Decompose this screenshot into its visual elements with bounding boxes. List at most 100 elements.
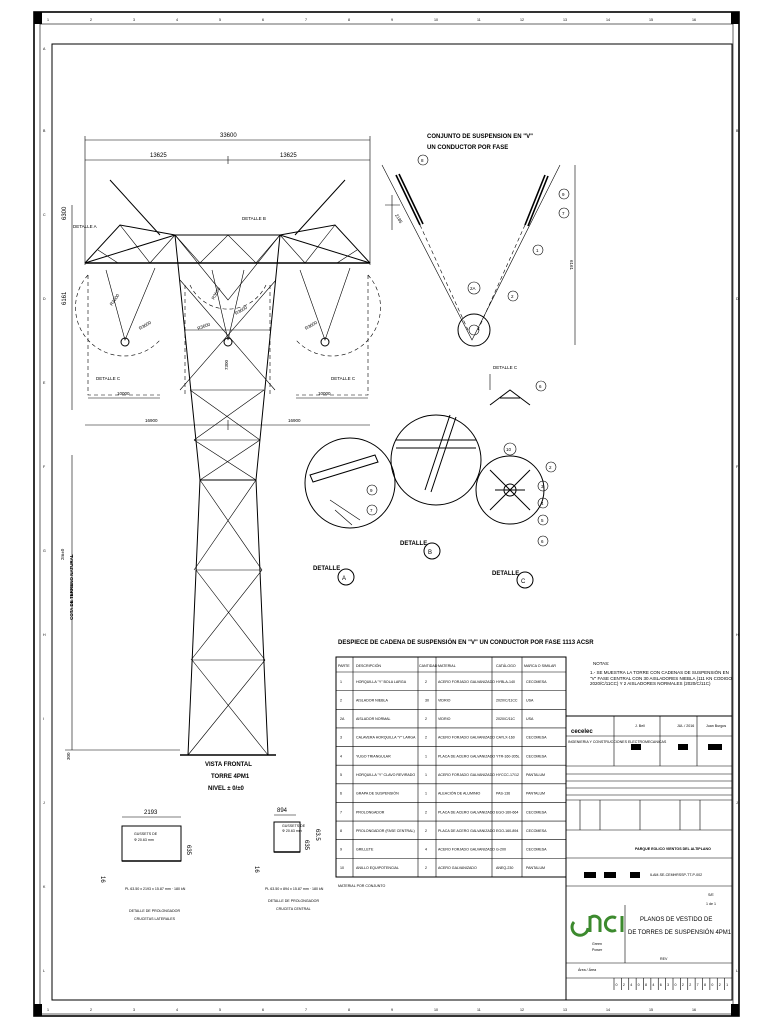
bom-cell: G-200	[496, 848, 506, 852]
ext-left-dim-v: 635	[185, 845, 191, 856]
radius-label: R3600	[211, 286, 222, 300]
bom-cell: 10	[340, 866, 344, 870]
logo-text: cecelec	[571, 729, 593, 735]
sheet-num-digit: 2	[719, 983, 721, 987]
col-mark: 11	[477, 1008, 481, 1012]
bom-cell: USA	[526, 698, 534, 702]
col-mark: 13	[563, 18, 567, 22]
bom-cell: 2020/C/11C	[496, 717, 515, 721]
bom-cell: HYCCC-17/12	[496, 773, 519, 777]
sheet-num-digit: 8	[645, 983, 647, 987]
dim-right-arm: 13625	[280, 153, 297, 159]
radius-label: R3600	[197, 322, 212, 331]
rev-label: REV	[660, 957, 668, 961]
sheet-num-digit: 2	[682, 983, 684, 987]
bom-header: MARCA O SIMILAR	[524, 664, 556, 668]
bom-cell: 2020/C/11CC	[496, 698, 518, 702]
bom-header: DESCRIPCIÓN	[356, 663, 381, 668]
inner-frame	[51, 43, 733, 1001]
balloon: 5	[537, 514, 549, 526]
row-mark: J	[43, 801, 45, 805]
corner-block	[731, 12, 739, 24]
balloon: 2	[507, 290, 519, 302]
bom-cell: 2	[425, 680, 427, 684]
green-power-2: Power	[592, 948, 603, 952]
col-mark: 9	[391, 18, 393, 22]
col-mark: 2	[90, 1008, 92, 1012]
svg-text:2A: 2A	[470, 286, 476, 291]
v-assembly: CONJUNTO DE SUSPENSION EN "V" UN CONDUCT…	[381, 134, 576, 406]
row-markers: A B C D E F G H I J K L B D F H J L	[43, 47, 739, 973]
detail-a-caption: DETALLE	[313, 566, 340, 572]
outer-frame	[33, 11, 740, 1017]
ext-right-dim-v2: 635	[303, 840, 309, 851]
title-block: cecelec INGENIERIA Y CONSTRUCCIONES ELEC…	[565, 715, 733, 1001]
col-mark: 1	[47, 1008, 49, 1012]
bom-cell: 9	[340, 848, 342, 852]
extension-detail-left: 2193 GUSSETS DE Φ 20.63 mm 635 16 PL 63.…	[99, 810, 191, 921]
bom-cell: ACERO GALVANIZADO	[438, 866, 477, 870]
balloon: 4	[537, 497, 549, 509]
bom-cell: 4	[425, 848, 427, 852]
bom-cell: PLACA DE ACERO GALVANIZADO	[438, 829, 495, 833]
bom-cell: HYBLA-140	[496, 680, 515, 684]
tower-title-2: TORRE 4PM1	[211, 774, 250, 780]
dim-bottom: 300	[66, 752, 71, 760]
bom-cell: PANTALUM	[526, 773, 545, 777]
bom-cell: 2	[425, 829, 427, 833]
bom-cell: USA	[526, 717, 534, 721]
balloon: 1	[532, 244, 544, 256]
col-mark: 13	[563, 1008, 567, 1012]
row-mark: F	[43, 465, 46, 469]
notes-heading: NOTAS:	[593, 661, 609, 666]
main-title-1: PLANOS DE VESTIDO DE	[640, 917, 712, 923]
bom-cell: VIDRIO	[438, 717, 451, 721]
col-mark: 5	[219, 18, 221, 22]
svg-text:3: 3	[541, 484, 544, 489]
col-mark: 12	[520, 1008, 524, 1012]
ext-left-caption: DETALLE DE PROLONGADOR	[129, 909, 180, 913]
svg-text:2: 2	[511, 294, 514, 299]
sheet-num-digit: 8	[704, 983, 706, 987]
col-mark: 4	[176, 18, 178, 22]
bom-cell: GRILLETE	[356, 848, 374, 852]
row-mark: D	[736, 297, 739, 301]
main-title-2: DE TORRES DE SUSPENSIÓN 4PM1	[628, 929, 732, 936]
svg-text:2: 2	[549, 465, 552, 470]
bom-cell: ALEACIÓN DE ALUMINIO	[438, 791, 481, 796]
doc-number: ILAM-SE-CEMHRSSP-TT-P-002	[650, 873, 702, 877]
ext-left-note: Φ 20.63 mm	[134, 838, 154, 842]
dim-16900-left: 16900	[145, 418, 158, 423]
bom-cell: PLACA DE ACERO GALVANIZADO	[438, 810, 495, 814]
bom-cell: 1	[425, 773, 427, 777]
row-mark: C	[43, 213, 46, 217]
svg-text:6: 6	[539, 384, 542, 389]
row-mark: F	[736, 465, 739, 469]
balloon: 2A	[467, 281, 481, 295]
header-cell: JUL / 2016	[677, 724, 694, 728]
svg-text:9: 9	[562, 192, 565, 197]
area-label: Área / Área	[578, 968, 596, 972]
bom-cell: 1	[425, 754, 427, 758]
bom-cell: PROLONGADOR (FASE CENTRAL)	[356, 829, 415, 833]
col-mark: 12	[520, 18, 524, 22]
ext-left-caption: PL 63.50 x 2193 x 15.87 mm · 180 kN	[125, 887, 186, 891]
col-mark: 16	[692, 1008, 696, 1012]
ext-right-dim: 894	[277, 808, 288, 814]
sheet-num-digit: 0	[675, 983, 677, 987]
notes: NOTAS: 1.- SE MUESTRA LA TORRE CON CADEN…	[590, 661, 732, 686]
row-mark: G	[43, 549, 46, 553]
green-power-1: Green	[592, 942, 602, 946]
detail-c-right-label: DETALLE C	[331, 376, 356, 381]
radius-label: R3600	[138, 320, 152, 331]
bom-cell: YUGO TRIANGULAR	[356, 754, 391, 758]
row-mark: L	[736, 969, 738, 973]
dim-crossarm-height: 6300	[62, 206, 68, 220]
col-mark: 10	[434, 18, 438, 22]
assembly-title-1: CONJUNTO DE SUSPENSION EN "V"	[427, 134, 533, 140]
row-mark: J	[736, 801, 738, 805]
detail-c-caption: DETALLE	[492, 571, 519, 577]
project-name: PARQUE EOLICO VIENTOS DEL ALTIPLANO	[635, 847, 711, 851]
bom-cell: GRAPA DE SUSPENSIÓN	[356, 791, 399, 796]
dim-10000-right: 10000	[318, 391, 331, 396]
